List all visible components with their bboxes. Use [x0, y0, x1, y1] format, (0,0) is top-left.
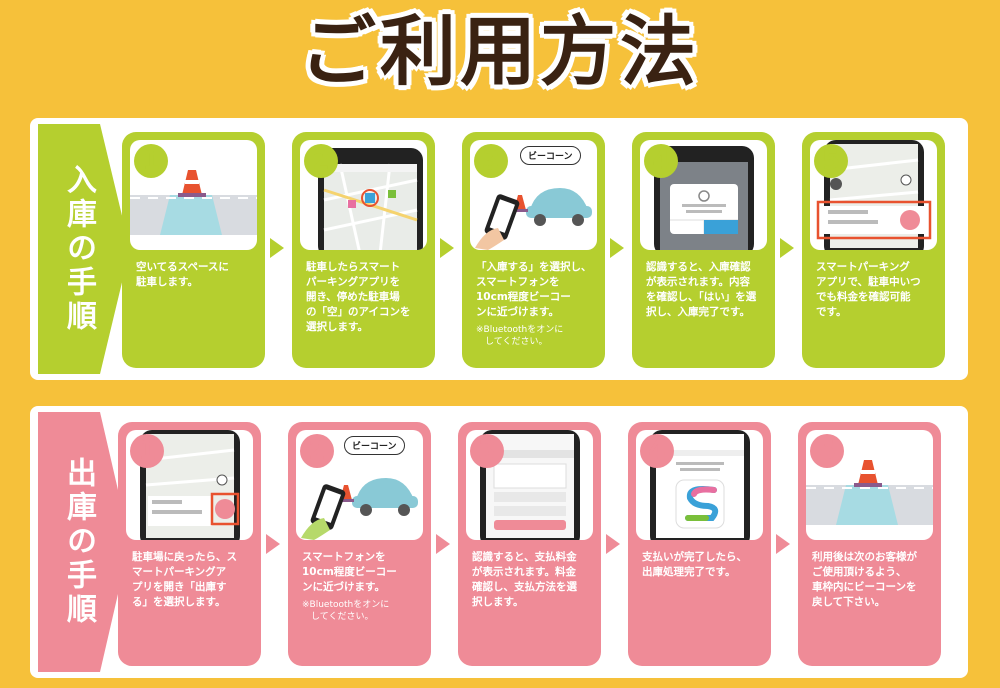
entry-step-3-bubble: ビーコーン	[520, 146, 581, 165]
exit-step-3-illustration: 3	[466, 430, 593, 540]
exit-step-5-number: 5	[817, 436, 837, 466]
car-icon	[352, 478, 418, 516]
exit-arrow-4	[776, 534, 790, 554]
exit-step-3-text: 認識すると、支払料金 が表示されます。料金 確認し、支払方法を選 択します。	[472, 551, 577, 608]
entry-panel: 入庫の手順 1 空いてるスペースに 駐車します。	[30, 118, 968, 380]
exit-side-label: 出庫の手順	[61, 457, 96, 627]
exit-arrow-2	[436, 534, 450, 554]
exit-arrow-3	[606, 534, 620, 554]
phone-icon	[480, 430, 580, 540]
entry-step-3-number: 3	[481, 146, 501, 176]
entry-step-5-text: スマートパーキング アプリで、駐車中いつ でも料金を確認可能 です。	[816, 261, 921, 318]
car-icon	[526, 188, 592, 226]
phone-icon	[475, 194, 520, 250]
smart-parking-logo-icon	[675, 479, 725, 529]
exit-step-2-illustration: ビーコーン 2	[296, 430, 423, 540]
cone-icon	[854, 460, 882, 487]
entry-arrow-1	[270, 238, 284, 258]
phone-icon	[318, 148, 423, 250]
exit-step-2-number: 2	[307, 436, 327, 466]
phone-icon	[654, 146, 754, 250]
exit-step-1-text: 駐車場に戻ったら、ス マートパーキングア プリを開き「出庫す る」を選択します。	[132, 551, 237, 608]
exit-side-tab: 出庫の手順	[38, 412, 130, 672]
entry-step-1-text: 空いてるスペースに 駐車します。	[136, 261, 229, 288]
entry-side-label: 入庫の手順	[61, 164, 96, 334]
exit-step-2-text: スマートフォンを 10cm程度ビーコー ンに近づけます。 ※Bluetoothをオ…	[302, 550, 420, 623]
entry-step-3: ビーコーン 3 「入庫する」を選択し、 スマートフォンを 10cm程度ビーコー …	[462, 132, 605, 368]
exit-step-4-text: 支払いが完了したら、 出庫処理完了です。	[642, 551, 747, 578]
exit-step-5-illustration: 5	[806, 430, 933, 540]
exit-step-2-bubble: ビーコーン	[344, 436, 405, 455]
entry-arrow-4	[780, 238, 794, 258]
exit-step-1-number: 1	[137, 436, 157, 466]
exit-step-3: 3 認識すると、支払料金 が表示されます。料金 確認し、支払方法を選 択します。	[458, 422, 601, 666]
entry-step-1-illustration: 1	[130, 140, 257, 250]
entry-step-3-illustration: ビーコーン 3	[470, 140, 597, 250]
exit-step-4-number: 4	[647, 436, 667, 466]
entry-step-3-main: 「入庫する」を選択し、 スマートフォンを 10cm程度ビーコー ンに近づけます。	[476, 261, 592, 318]
entry-step-4-number: 4	[651, 146, 671, 176]
exit-arrow-1	[266, 534, 280, 554]
exit-step-5: 5 利用後は次のお客様が ご使用頂けるよう、 車枠内にビーコーンを 戻して下さい…	[798, 422, 941, 666]
exit-side-arrow-shape	[38, 412, 130, 672]
page-title: ご利用方法	[300, 7, 700, 96]
exit-step-4: 4 支払いが完了したら、 出庫処理完了です。	[628, 422, 771, 666]
exit-panel: 出庫の手順 1 駐車場に戻ったら、ス マートパーキングア プリを開き「出庫す る…	[30, 406, 968, 678]
phone-icon	[650, 430, 750, 540]
entry-step-5-number: 5	[821, 146, 841, 176]
exit-step-1-illustration: 1	[126, 430, 253, 540]
entry-step-5-illustration: 5	[810, 140, 937, 250]
exit-step-3-number: 3	[477, 436, 497, 466]
entry-step-2: 2 駐車したらスマート パーキングアプリを 開き、停めた駐車場 の「空」のアイコ…	[292, 132, 435, 368]
entry-side-tab: 入庫の手順	[38, 124, 130, 374]
entry-step-4-text: 認識すると、入庫確認 が表示されます。内容 を確認し、「はい」を選 択し、入庫完…	[646, 261, 757, 318]
exit-step-1: 1 駐車場に戻ったら、ス マートパーキングア プリを開き「出庫す る」を選択しま…	[118, 422, 261, 666]
entry-step-1: 1 空いてるスペースに 駐車します。	[122, 132, 265, 368]
phone-icon	[816, 140, 932, 250]
entry-step-4: 4 認識すると、入庫確認 が表示されます。内容 を確認し、「はい」を選 択し、入…	[632, 132, 775, 368]
exit-step-4-illustration: 4	[636, 430, 763, 540]
entry-step-2-text: 駐車したらスマート パーキングアプリを 開き、停めた駐車場 の「空」のアイコンを…	[306, 261, 411, 333]
entry-side-arrow-shape	[38, 124, 130, 374]
phone-icon	[301, 484, 346, 540]
entry-step-2-illustration: 2	[300, 140, 427, 250]
entry-arrow-3	[610, 238, 624, 258]
exit-step-2: ビーコーン 2 スマートフォンを 10cm程度ビーコー ンに近づけます。 ※Blu…	[288, 422, 431, 666]
exit-step-2-note: ※Bluetoothをオンに してください。	[302, 600, 390, 622]
entry-step-2-number: 2	[311, 146, 331, 176]
cone-icon	[178, 170, 206, 197]
entry-step-4-illustration: 4	[640, 140, 767, 250]
entry-step-5: 5 スマートパーキング アプリで、駐車中いつ でも料金を確認可能 です。	[802, 132, 945, 368]
entry-step-3-note: ※Bluetoothをオンに してください。	[476, 325, 564, 347]
entry-step-1-number: 1	[141, 146, 161, 176]
entry-step-3-text: 「入庫する」を選択し、 スマートフォンを 10cm程度ビーコー ンに近づけます。…	[476, 260, 594, 348]
entry-arrow-2	[440, 238, 454, 258]
exit-step-2-main: スマートフォンを 10cm程度ビーコー ンに近づけます。	[302, 551, 397, 593]
exit-step-5-text: 利用後は次のお客様が ご使用頂けるよう、 車枠内にビーコーンを 戻して下さい。	[812, 551, 917, 608]
